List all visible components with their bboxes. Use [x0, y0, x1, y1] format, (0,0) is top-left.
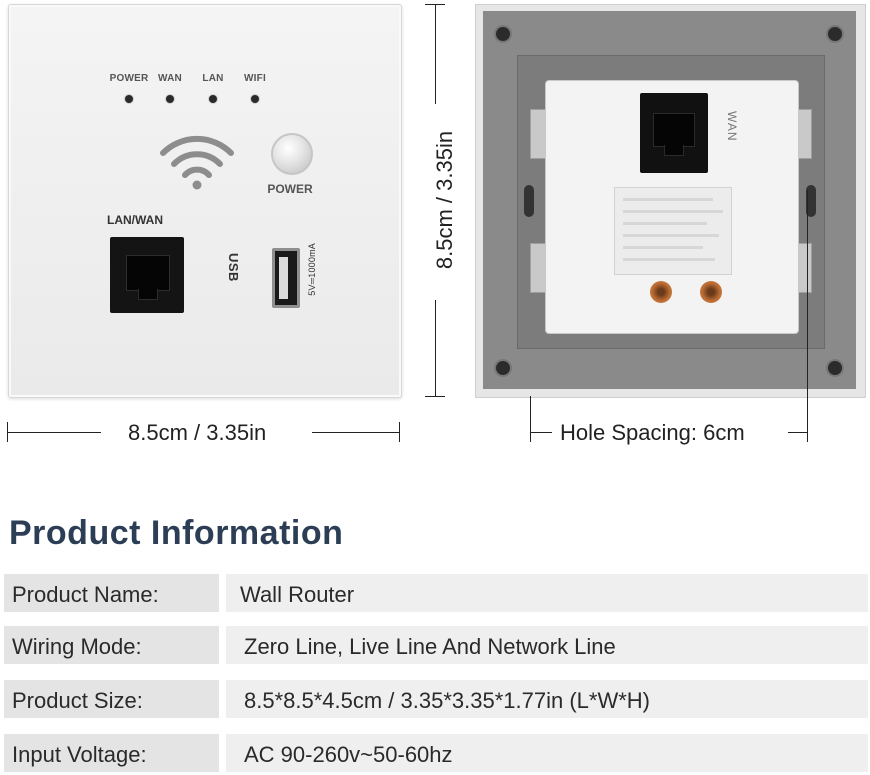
led-label-wifi: WIFI [244, 73, 266, 84]
height-dimension-label: 8.5cm / 3.35in [432, 130, 457, 270]
led-label-wan: WAN [158, 73, 182, 84]
power-label: POWER [267, 182, 313, 196]
rj45-port [110, 237, 184, 313]
front-panel-image: POWER WAN LAN WIFI POWER LAN/WAN USB 5V═… [8, 4, 402, 398]
info-row: Product Size: 8.5*8.5*4.5cm / 3.35*3.35*… [4, 680, 868, 718]
info-label: Wiring Mode: [12, 634, 142, 659]
usb-logo-text: USB [226, 253, 241, 282]
info-label: Product Size: [12, 688, 143, 713]
width-dimension-cap-right [399, 422, 400, 442]
led-power [125, 95, 133, 103]
width-dimension-label: 8.5cm / 3.35in [128, 420, 267, 445]
info-label: Input Voltage: [12, 742, 147, 767]
height-dimension-line-bottom [435, 300, 436, 396]
info-label: Product Name: [12, 582, 159, 607]
info-row: Product Name: Wall Router [4, 574, 868, 612]
info-row: Input Voltage: AC 90-260v~50-60hz [4, 734, 868, 772]
power-terminal-icon [700, 281, 722, 303]
wan-port [640, 93, 708, 173]
hole-spacing-cap-right [807, 190, 808, 442]
height-dimension-cap-bottom [425, 396, 445, 397]
usb-spec-text: 5V═1000mA [307, 243, 317, 296]
lan-wan-label: LAN/WAN [107, 213, 163, 227]
height-dimension-line-top [435, 4, 436, 104]
product-info-title: Product Information [9, 514, 344, 552]
wan-label: WAN [725, 111, 739, 142]
router-module: WAN [545, 80, 799, 334]
info-value: AC 90-260v~50-60hz [244, 742, 453, 767]
mount-slot-icon [524, 185, 534, 217]
info-value: 8.5*8.5*4.5cm / 3.35*3.35*1.77in (L*W*H) [244, 688, 651, 713]
screw-hole-icon [496, 361, 510, 375]
info-value: Zero Line, Live Line And Network Line [244, 634, 616, 659]
screw-hole-icon [828, 361, 842, 375]
hole-spacing-line-left [530, 432, 552, 433]
hole-spacing-cap-left [530, 396, 531, 442]
led-wan [166, 95, 174, 103]
width-dimension-line-left [7, 432, 101, 433]
hole-spacing-label: Hole Spacing: 6cm [560, 420, 745, 445]
led-lan [209, 95, 217, 103]
led-label-lan: LAN [202, 73, 224, 84]
led-wifi [251, 95, 259, 103]
led-label-power: POWER [109, 73, 149, 84]
power-button [271, 133, 313, 175]
power-terminal-icon [650, 281, 672, 303]
screw-hole-icon [828, 27, 842, 41]
usb-port [272, 248, 300, 308]
wifi-icon [160, 135, 234, 190]
width-dimension-line-right [312, 432, 400, 433]
spec-sticker [614, 187, 732, 275]
hole-spacing-line-right [788, 432, 808, 433]
info-row: Wiring Mode: Zero Line, Live Line And Ne… [4, 626, 868, 664]
mount-slot-icon [806, 185, 816, 217]
info-value: Wall Router [240, 582, 355, 607]
screw-hole-icon [496, 27, 510, 41]
